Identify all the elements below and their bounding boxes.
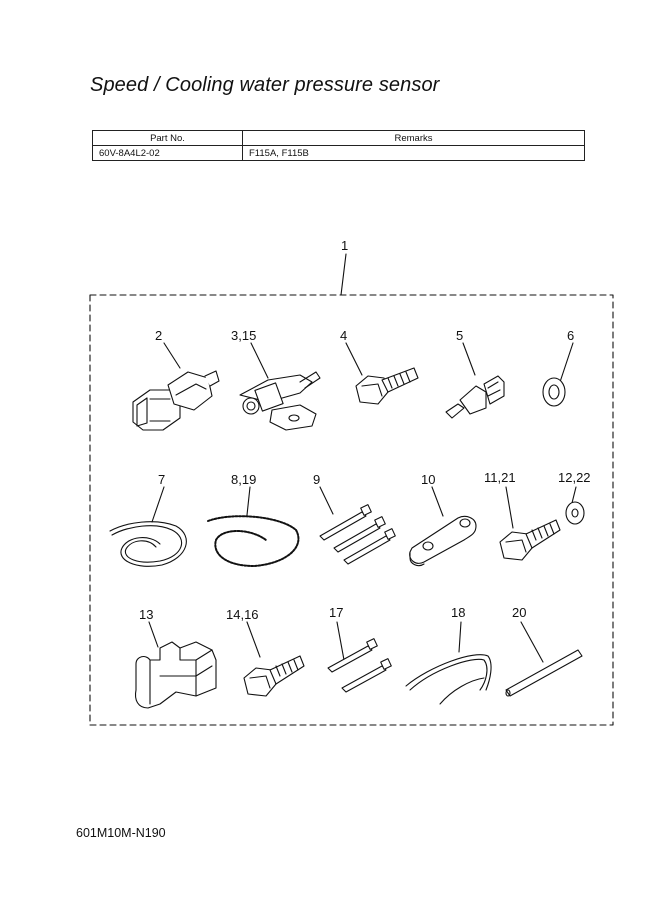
flange-bolt-part-2 xyxy=(499,519,561,561)
callout-2: 2 xyxy=(155,328,162,343)
callout-20: 20 xyxy=(512,605,526,620)
callout-7: 7 xyxy=(158,472,165,487)
callout-6: 6 xyxy=(567,328,574,343)
washer-part xyxy=(542,377,566,407)
fitting-bracket-part xyxy=(239,371,321,431)
spiral-wire-part xyxy=(207,515,300,567)
callout-4: 4 xyxy=(340,328,347,343)
hose-coil-part xyxy=(109,521,187,567)
kit-leader-line xyxy=(340,253,347,296)
table-row: 60V-8A4L2-02 F115A, F115B xyxy=(92,145,585,161)
callout-14-16: 14,16 xyxy=(226,607,259,622)
callout-10: 10 xyxy=(421,472,435,487)
flange-bolt-part xyxy=(355,367,419,405)
callout-12-22: 12,22 xyxy=(558,470,591,485)
callout-11-21: 11,21 xyxy=(484,470,516,485)
flange-bolt-part-3 xyxy=(243,655,305,697)
document-code: 601M10M-N190 xyxy=(76,826,166,840)
page-title: Speed / Cooling water pressure sensor xyxy=(90,74,440,96)
callout-5: 5 xyxy=(456,328,463,343)
kit-dashed-border xyxy=(89,294,614,726)
callout-17: 17 xyxy=(329,605,343,620)
callout-kit: 1 xyxy=(341,238,348,253)
rod-part xyxy=(505,649,583,697)
cable-tie-pair-part xyxy=(327,638,392,693)
table-header-row: Part No. Remarks xyxy=(92,130,585,146)
bent-hose-part xyxy=(405,654,492,705)
hose-nipple-part xyxy=(445,375,505,419)
sensor-part xyxy=(132,370,220,431)
parts-table: Part No. Remarks 60V-8A4L2-02 F115A, F11… xyxy=(92,130,585,161)
washer-part-2 xyxy=(565,501,585,525)
callout-9: 9 xyxy=(313,472,320,487)
callout-13: 13 xyxy=(139,607,153,622)
plate-part xyxy=(409,515,477,567)
callout-18: 18 xyxy=(451,605,465,620)
clip-part xyxy=(134,641,217,709)
cable-tie-set-part xyxy=(319,504,396,565)
callout-3-15: 3,15 xyxy=(231,328,256,343)
callout-8-19: 8,19 xyxy=(231,472,256,487)
cell-remarks: F115A, F115B xyxy=(242,145,585,161)
